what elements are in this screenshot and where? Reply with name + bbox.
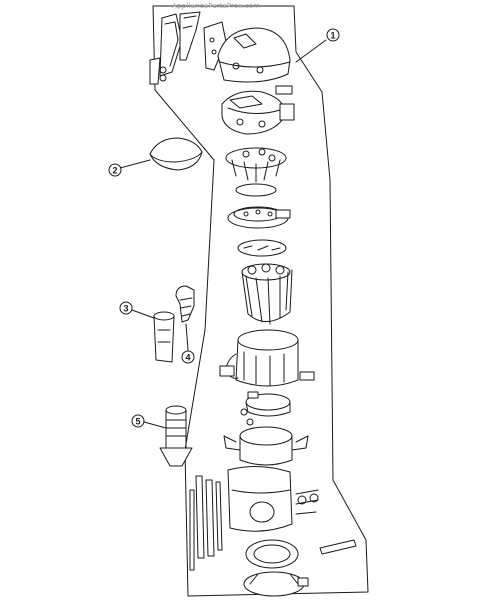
release-collar — [245, 391, 291, 417]
callout-5-label: 5 — [135, 417, 140, 427]
motor-base — [223, 408, 309, 466]
handle-wand-parts — [149, 11, 227, 85]
base-plates — [243, 539, 309, 597]
callout-2: 2 — [108, 163, 122, 177]
watermark-text: AppliancePartsPros.com — [172, 2, 261, 10]
bin-housing — [219, 329, 315, 387]
lower-body-housing — [227, 466, 319, 532]
filter-cap-part-2 — [149, 137, 203, 171]
side-rails — [189, 475, 357, 571]
prefilter-ring — [225, 147, 287, 197]
callout-2-label: 2 — [112, 166, 117, 176]
callout-3: 3 — [119, 301, 133, 315]
callout-4: 4 — [181, 350, 195, 364]
cyclone-cone-cluster — [241, 263, 293, 325]
gasket — [237, 239, 287, 257]
mesh-plate — [227, 206, 291, 229]
leader-lines — [119, 39, 327, 429]
hose-elbow-part-4 — [175, 285, 195, 323]
lid-cover-plate — [221, 85, 295, 135]
callout-5: 5 — [131, 414, 145, 428]
cyclone-top-dome — [217, 27, 291, 83]
callout-1-label: 1 — [330, 31, 335, 41]
brush-tool-part-5 — [159, 405, 193, 467]
callout-1: 1 — [326, 28, 340, 42]
callout-3-label: 3 — [123, 304, 128, 314]
hose-coupling-part-3 — [153, 311, 175, 363]
callout-4-label: 4 — [185, 353, 190, 363]
